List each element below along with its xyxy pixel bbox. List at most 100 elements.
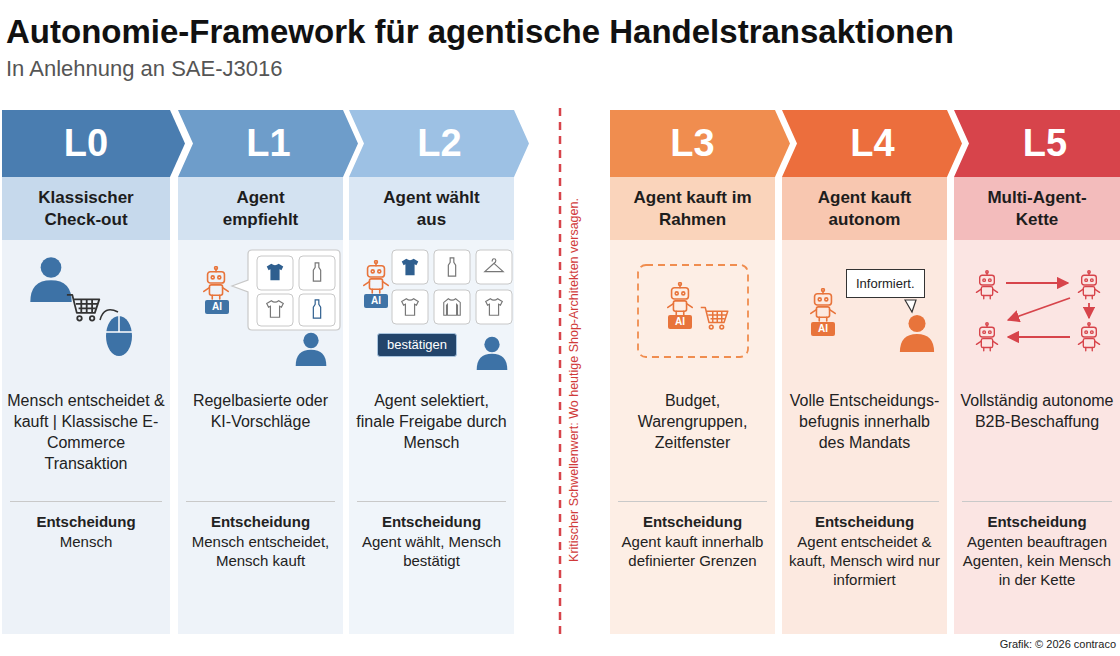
subtitle: In Anlehnung an SAE-J3016 — [6, 55, 606, 83]
text-slot: Volle Entscheidungs-befugnis innerhalb d… — [786, 390, 943, 453]
text-slot: Agent kauft autonom — [782, 177, 947, 240]
description-text: Volle Entscheidungs-befugnis innerhalb d… — [786, 390, 943, 453]
threshold-label: Kritischer Schwellenwert: Wo heutige Sho… — [565, 130, 583, 630]
level-label: L3 — [610, 110, 775, 177]
text-slot: AI — [668, 315, 692, 329]
chevron-fill — [2, 110, 185, 177]
ai-badge-label: AI — [364, 294, 388, 308]
separator-line — [357, 501, 506, 502]
decision-text: Agent entscheidet & kauft, Mensch wird n… — [786, 532, 943, 589]
text-slot: Grafik: © 2026 contraco — [900, 636, 1116, 652]
level-chevron: L2 — [349, 110, 529, 177]
description-text: Vollständig autonome B2B-Beschaffung — [958, 390, 1116, 432]
text-slot: EntscheidungMensch — [6, 512, 166, 551]
description-text: Agent selektiert, finale Freigabe durch … — [353, 390, 510, 453]
level-panel: Budget, Warengruppen, ZeitfensterEntsche… — [610, 240, 775, 634]
description-text: Budget, Warengruppen, Zeitfenster — [614, 390, 771, 453]
chevron-fill — [349, 110, 529, 177]
text-slot: L3 — [610, 110, 775, 177]
text-slot: AI — [811, 322, 835, 336]
text-slot: EntscheidungAgent wählt, Mensch bestätig… — [353, 512, 510, 570]
text-slot: L5 — [962, 110, 1120, 177]
level-label: L4 — [790, 110, 955, 177]
level-chevron: L1 — [178, 110, 358, 177]
caption: Grafik: © 2026 contraco — [900, 636, 1116, 652]
chevron-fill — [178, 110, 358, 177]
header-text: Klassischer Check-out — [22, 187, 150, 231]
decision-text: Agent kauft innerhalb definierter Grenze… — [614, 532, 771, 570]
decision-text: Mensch — [6, 532, 166, 551]
text-slot: L4 — [790, 110, 955, 177]
decision-text: Agent wählt, Mensch bestätigt — [353, 532, 510, 570]
text-slot: Vollständig autonome B2B-Beschaffung — [958, 390, 1116, 432]
header-text: Agent kauft im Rahmen — [629, 187, 757, 231]
title: Autonomie-Framework für agentische Hande… — [6, 12, 1106, 52]
bubble-text: Informiert. — [856, 275, 915, 292]
button-text: bestätigen — [387, 337, 447, 353]
text-slot: Budget, Warengruppen, Zeitfenster — [614, 390, 771, 453]
level-chevron: L4 — [782, 110, 962, 177]
text-slot: Agent empfiehlt — [178, 177, 343, 240]
description-text: Mensch entscheidet & kauft | Klassische … — [6, 390, 166, 474]
text-slot: Mensch entscheidet & kauft | Klassische … — [6, 390, 166, 474]
text-slot: AI — [364, 294, 388, 308]
header-text: Agent empfiehlt — [197, 187, 325, 231]
ai-badge-label: AI — [205, 300, 229, 314]
text-slot: AI — [205, 300, 229, 314]
header-text: Agent kauft autonom — [801, 187, 929, 231]
confirm-button: bestätigen — [377, 333, 457, 357]
header-text: Multi-Agent-Kette — [973, 187, 1101, 231]
text-slot: Agent selektiert, finale Freigabe durch … — [353, 390, 510, 453]
level-chevron: L0 — [2, 110, 185, 177]
decision-heading: Entscheidung — [182, 512, 339, 532]
decision-text: Mensch entscheidet, Mensch kauft — [182, 532, 339, 570]
decision-heading: Entscheidung — [958, 512, 1116, 532]
decision-text: Agenten beauftragen Agenten, kein Mensch… — [958, 532, 1116, 589]
level-panel: Regelbasierte oder KI-VorschlägeEntschei… — [178, 240, 343, 634]
text-slot: Regelbasierte oder KI-Vorschläge — [182, 390, 339, 432]
level-label: L5 — [962, 110, 1120, 177]
ai-badge-label: AI — [811, 322, 835, 336]
separator-line — [962, 501, 1112, 502]
level-panel: Volle Entscheidungs-befugnis innerhalb d… — [782, 240, 947, 634]
separator-line — [790, 501, 939, 502]
level-panel: Mensch entscheidet & kauft | Klassische … — [2, 240, 170, 634]
level-label: L2 — [357, 110, 522, 177]
chevron-fill — [782, 110, 962, 177]
header-text: Agent wählt aus — [368, 187, 496, 231]
decision-heading: Entscheidung — [614, 512, 771, 532]
level-header: Klassischer Check-out — [2, 177, 170, 240]
level-header: Agent empfiehlt — [178, 177, 343, 240]
text-slot: EntscheidungAgent kauft innerhalb defini… — [614, 512, 771, 570]
separator-line — [186, 501, 335, 502]
threshold-line — [559, 108, 562, 634]
text-slot: L2 — [357, 110, 522, 177]
level-panel: Vollständig autonome B2B-BeschaffungEnts… — [954, 240, 1120, 634]
level-header: Agent wählt aus — [349, 177, 514, 240]
level-header: Agent kauft im Rahmen — [610, 177, 775, 240]
text-slot: In Anlehnung an SAE-J3016 — [6, 55, 606, 83]
text-slot: EntscheidungMensch entscheidet, Mensch k… — [182, 512, 339, 570]
text-slot: Agent wählt aus — [349, 177, 514, 240]
level-header: Agent kauft autonom — [782, 177, 947, 240]
text-slot: L1 — [186, 110, 351, 177]
text-slot: Multi-Agent-Kette — [954, 177, 1120, 240]
level-label: L1 — [186, 110, 351, 177]
text-slot: EntscheidungAgent entscheidet & kauft, M… — [786, 512, 943, 589]
description-text: Regelbasierte oder KI-Vorschläge — [182, 390, 339, 432]
decision-heading: Entscheidung — [786, 512, 943, 532]
text-slot: Klassischer Check-out — [2, 177, 170, 240]
speech-bubble: Informiert. — [846, 269, 925, 298]
separator-line — [618, 501, 767, 502]
level-header: Multi-Agent-Kette — [954, 177, 1120, 240]
level-label: L0 — [2, 110, 170, 177]
decision-heading: Entscheidung — [6, 512, 166, 532]
text-slot: L0 — [2, 110, 170, 177]
ai-badge-label: AI — [668, 315, 692, 329]
level-chevron: L3 — [610, 110, 790, 177]
text-slot: Autonomie-Framework für agentische Hande… — [6, 12, 1106, 52]
level-chevron: L5 — [954, 110, 1120, 177]
separator-line — [10, 501, 162, 502]
text-slot: EntscheidungAgenten beauftragen Agenten,… — [958, 512, 1116, 589]
